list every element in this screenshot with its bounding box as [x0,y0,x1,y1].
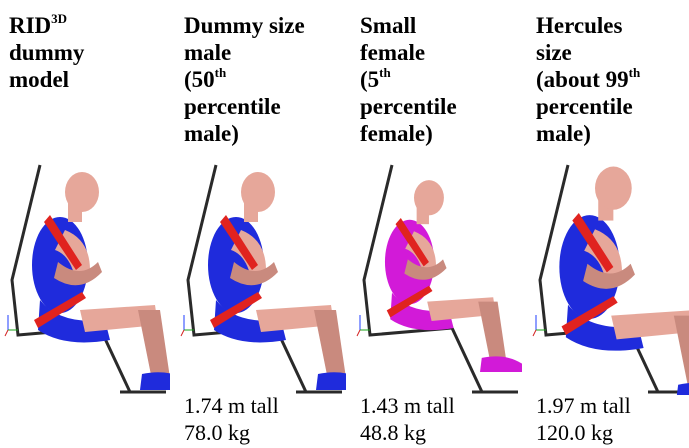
shoe-icon [140,372,170,390]
shin [138,310,170,380]
measurements: 1.97 m tall 120.0 kg [536,392,631,446]
heading-line: male) [536,120,689,147]
dummy-figure [528,160,689,395]
head [241,172,275,212]
head [595,167,632,210]
column-heading: RID3D dummy model [9,12,179,93]
height-value: 1.74 m tall [184,392,279,419]
head [65,172,99,212]
shin [674,316,689,392]
column-heading: Dummy size male (50th percentile male) [184,12,354,147]
measurements: 1.43 m tall 48.8 kg [360,392,455,446]
heading-line: model [9,66,179,93]
heading-line: percentile [536,93,689,120]
weight-value: 48.8 kg [360,419,455,446]
heading-line: male [184,39,354,66]
heading-line: dummy [9,39,179,66]
dummy-figure [0,160,170,395]
heading-line: size [536,39,689,66]
weight-value: 120.0 kg [536,419,631,446]
heading-line: (about 99th [536,66,689,93]
shin [478,302,506,364]
heading-line: male) [184,120,354,147]
shoe-icon [480,356,522,372]
shoe-icon [316,372,346,390]
column-50th-male: Dummy size male (50th percentile male) [176,0,352,448]
column-99th-male: Hercules size (about 99th percentile mal… [528,0,689,448]
weight-value: 78.0 kg [184,419,279,446]
measurements: 1.74 m tall 78.0 kg [184,392,279,446]
heading-line: Dummy size [184,12,354,39]
heading-line: RID3D [9,12,179,39]
shoe-icon [676,383,689,395]
heading-line: (50th [184,66,354,93]
heading-line: female) [360,120,530,147]
head [414,180,444,215]
column-rid3d: RID3D dummy model [0,0,176,448]
dummy-figure [176,160,346,395]
column-heading: Small female (5th percentile female) [360,12,530,147]
column-5th-female: Small female (5th percentile female) [352,0,528,448]
heading-line: percentile [360,93,530,120]
heading-line: percentile [184,93,354,120]
column-heading: Hercules size (about 99th percentile mal… [536,12,689,147]
heading-line: (5th [360,66,530,93]
shin [314,310,346,380]
heading-line: Small [360,12,530,39]
height-value: 1.97 m tall [536,392,631,419]
heading-line: Hercules [536,12,689,39]
heading-line: female [360,39,530,66]
height-value: 1.43 m tall [360,392,455,419]
dummy-figure [352,160,522,395]
